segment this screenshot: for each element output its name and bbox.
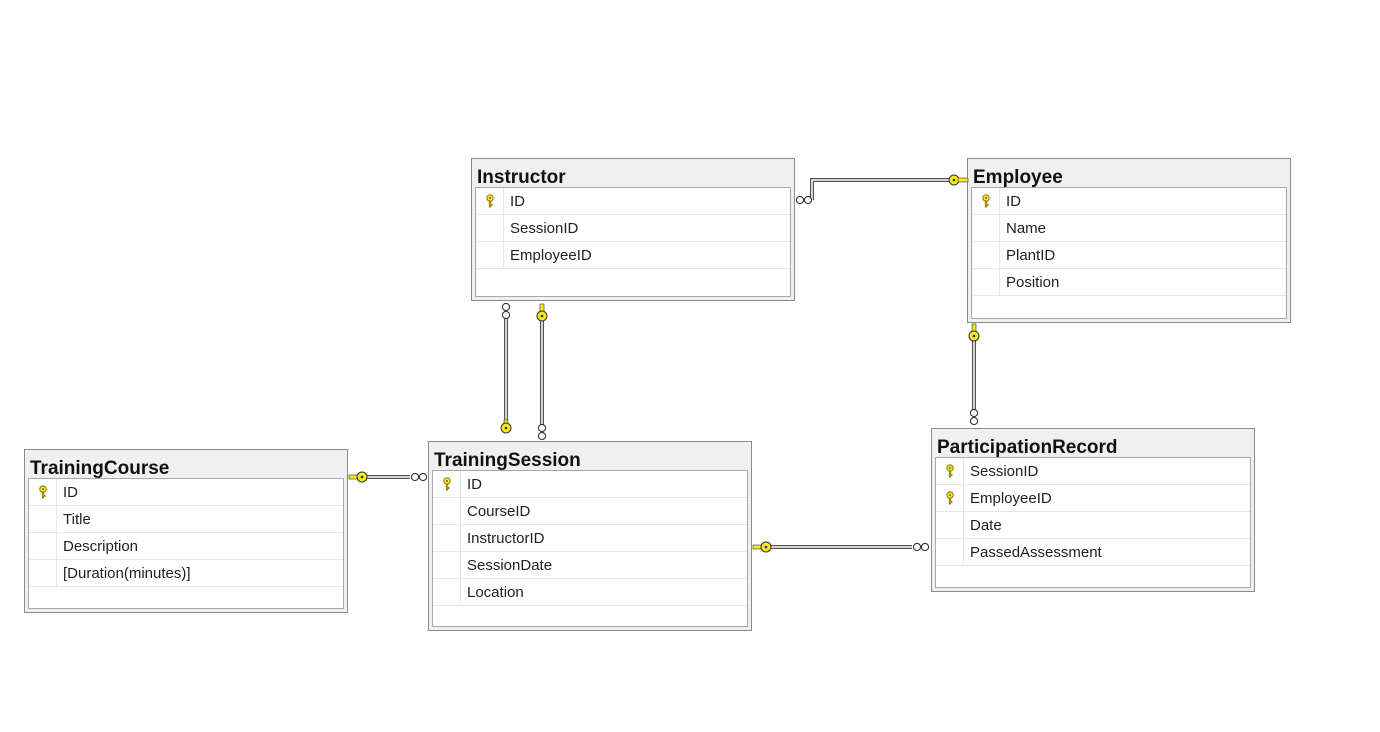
column-row[interactable]: SessionID <box>476 215 790 242</box>
column-name: [Duration(minutes)] <box>63 564 191 582</box>
relationship-participation-session[interactable] <box>752 541 930 553</box>
relationship-session-instructor[interactable] <box>500 302 512 434</box>
column-row[interactable]: ID <box>433 471 747 498</box>
column-row[interactable]: ID <box>29 479 343 506</box>
column-list: ID Title Description [Duration(minutes)] <box>28 478 344 609</box>
column-row[interactable]: InstructorID <box>433 525 747 552</box>
table-participation-record[interactable]: ParticipationRecord SessionID EmployeeID… <box>931 428 1255 592</box>
column-row[interactable]: PlantID <box>972 242 1286 269</box>
column-name: Name <box>1006 219 1047 237</box>
column-row[interactable]: SessionDate <box>433 552 747 579</box>
key-icon <box>485 194 494 208</box>
key-icon <box>981 194 990 208</box>
column-row[interactable]: Date <box>936 512 1250 539</box>
column-list: ID SessionID EmployeeID <box>475 187 791 297</box>
table-title: TrainingCourse <box>30 458 170 479</box>
column-name: PassedAssessment <box>970 543 1102 561</box>
column-name: ID <box>1006 192 1021 210</box>
column-list: ID CourseID InstructorID SessionDate Loc… <box>432 470 748 627</box>
column-name: ID <box>63 483 78 501</box>
column-name: SessionID <box>510 219 579 237</box>
key-icon <box>945 491 954 505</box>
column-row[interactable]: Name <box>972 215 1286 242</box>
column-row[interactable]: CourseID <box>433 498 747 525</box>
column-row[interactable]: PassedAssessment <box>936 539 1250 566</box>
column-name: EmployeeID <box>970 489 1052 507</box>
column-row[interactable]: SessionID <box>936 458 1250 485</box>
column-name: EmployeeID <box>510 246 592 264</box>
table-title: Employee <box>973 167 1063 188</box>
table-title: Instructor <box>477 167 566 188</box>
relationship-session-course[interactable] <box>348 471 428 483</box>
table-title: ParticipationRecord <box>937 437 1118 458</box>
column-name: PlantID <box>1006 246 1056 264</box>
relationship-instructor-session[interactable] <box>536 303 548 441</box>
column-row[interactable]: EmployeeID <box>476 242 790 269</box>
table-instructor[interactable]: Instructor ID SessionID EmployeeID <box>471 158 795 301</box>
column-name: CourseID <box>467 502 531 520</box>
table-title: TrainingSession <box>434 450 581 471</box>
column-row[interactable]: EmployeeID <box>936 485 1250 512</box>
column-name: Location <box>467 583 524 601</box>
column-row[interactable]: [Duration(minutes)] <box>29 560 343 587</box>
relationship-instructor-employee[interactable] <box>795 174 969 205</box>
column-row[interactable]: Location <box>433 579 747 606</box>
column-list: ID Name PlantID Position <box>971 187 1287 319</box>
column-name: Title <box>63 510 91 528</box>
table-training-session[interactable]: TrainingSession ID CourseID InstructorID… <box>428 441 752 631</box>
column-name: SessionDate <box>467 556 553 574</box>
column-name: InstructorID <box>467 529 545 547</box>
column-name: Date <box>970 516 1002 534</box>
column-list: SessionID EmployeeID Date PassedAssessme… <box>935 457 1251 588</box>
column-name: ID <box>510 192 525 210</box>
column-name: Description <box>63 537 139 555</box>
table-employee[interactable]: Employee ID Name PlantID Position <box>967 158 1291 323</box>
column-row[interactable]: ID <box>972 188 1286 215</box>
key-icon <box>945 464 954 478</box>
table-training-course[interactable]: TrainingCourse ID Title Description [Dur… <box>24 449 348 613</box>
column-name: ID <box>467 475 482 493</box>
column-row[interactable]: ID <box>476 188 790 215</box>
column-name: Position <box>1006 273 1060 291</box>
column-row[interactable]: Description <box>29 533 343 560</box>
key-icon <box>38 485 47 499</box>
key-icon <box>442 477 451 491</box>
column-name: SessionID <box>970 462 1039 480</box>
relationship-participation-employee[interactable] <box>968 323 980 426</box>
column-row[interactable]: Position <box>972 269 1286 296</box>
column-row[interactable]: Title <box>29 506 343 533</box>
